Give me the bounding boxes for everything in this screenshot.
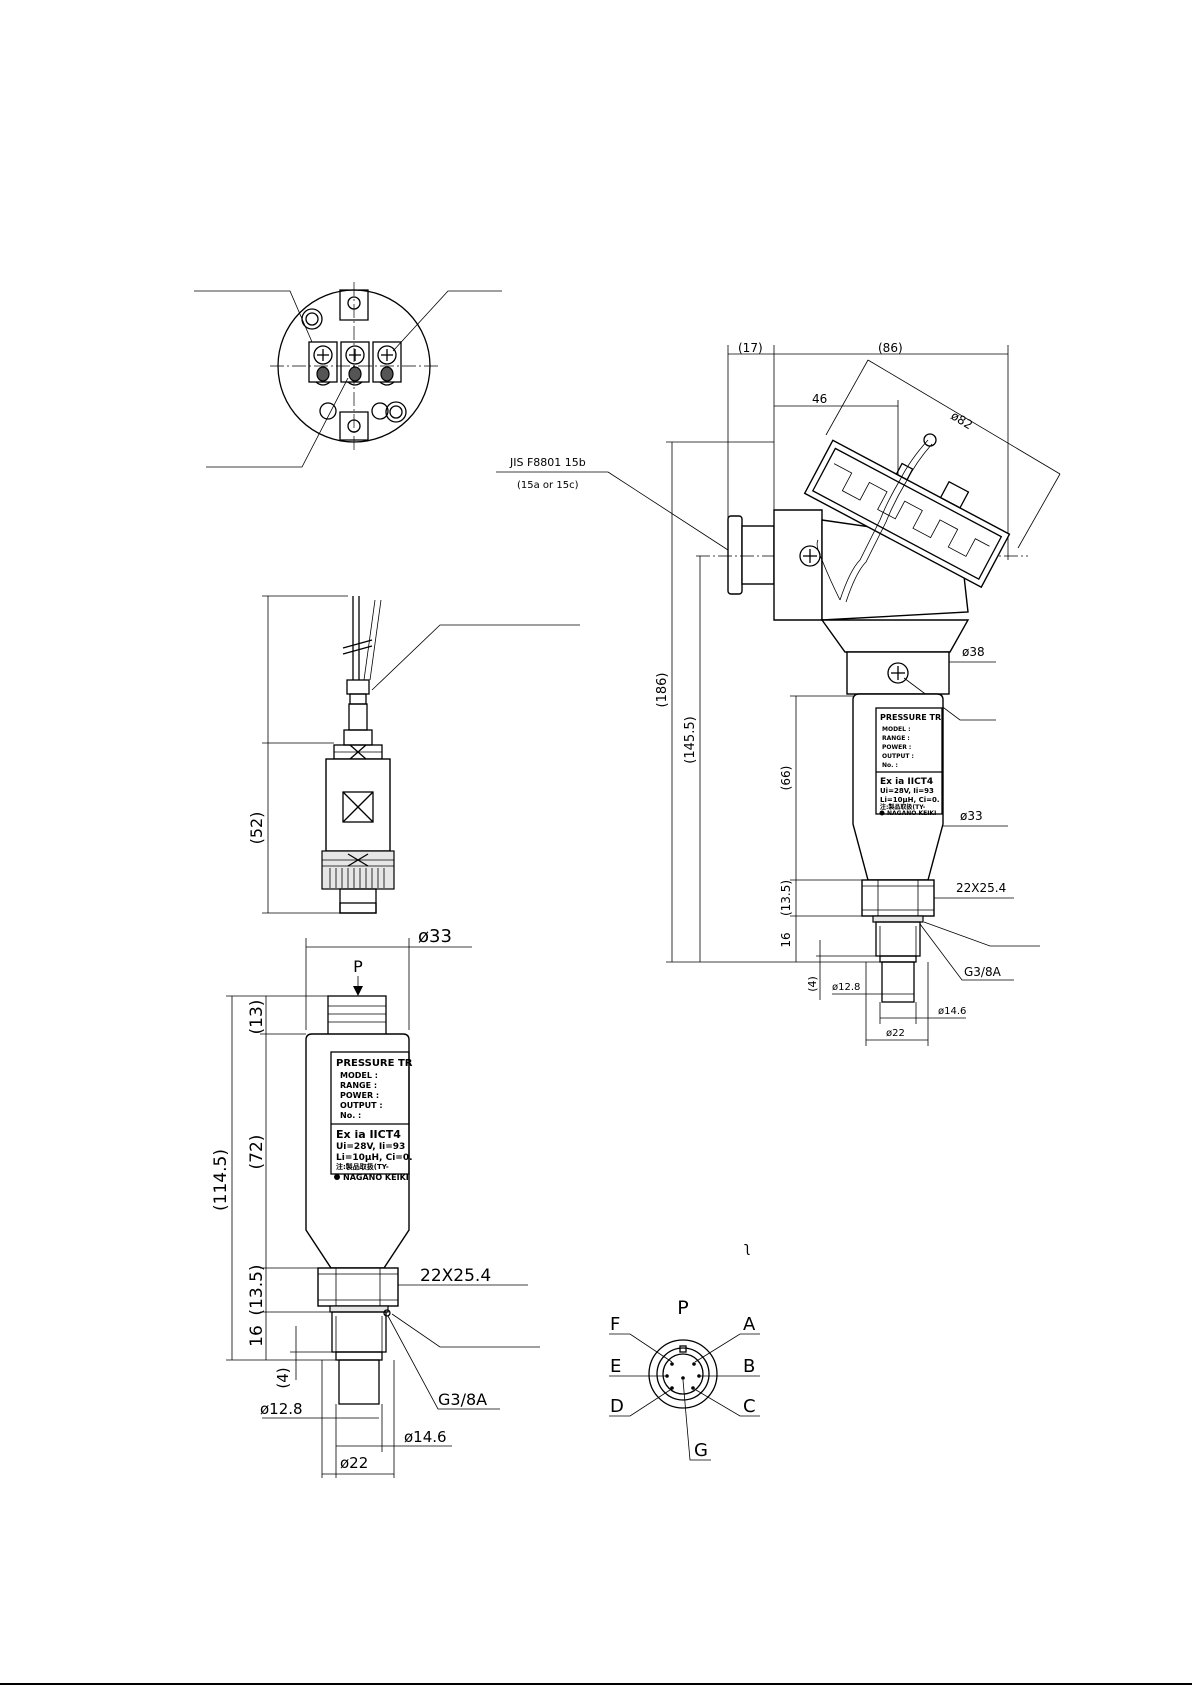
nameplate-right-output: OUTPUT : xyxy=(882,753,914,760)
nameplate-range: RANGE : xyxy=(340,1081,377,1090)
dim-13-5-right: (13.5) xyxy=(779,880,793,916)
dim-14-6-left: ø14.6 xyxy=(404,1428,447,1446)
terminal-head-version-view: (17) (86) 46 ø82 JIS F8801 15b (15a or 1… xyxy=(496,341,1061,1046)
nameplate-right-maker: NAGANO KEIKI xyxy=(887,810,936,817)
terminal-block xyxy=(308,341,402,386)
pin-e-label: E xyxy=(610,1356,621,1377)
jis-spec-line1: JIS F8801 15b xyxy=(509,456,586,469)
nameplate-right-ui: Ui=28V, Ii=93 xyxy=(880,787,934,795)
pin-a-label: A xyxy=(743,1314,756,1335)
dim-13-5-left: (13.5) xyxy=(247,1264,267,1315)
connector-version-view: ø33 P PRESSURE TR MODEL : RANGE : POWER … xyxy=(211,926,540,1478)
dim-12-8-right: ø12.8 xyxy=(832,982,860,993)
page-bottom-rule xyxy=(0,1683,1192,1685)
dim-46: 46 xyxy=(812,392,827,406)
pin-d-label: D xyxy=(610,1396,624,1417)
dim-17: (17) xyxy=(738,341,763,355)
nameplate-ui: Ui=28V, Ii=93 xyxy=(336,1142,405,1152)
dim-86: (86) xyxy=(878,341,903,355)
dim-13-left: (13) xyxy=(247,1000,267,1035)
terminal-cover xyxy=(803,439,1011,589)
thread-left: G3/8A xyxy=(438,1390,487,1409)
thread-right: G3/8A xyxy=(964,965,1002,979)
nameplate-li: Li=10μH, Ci=0. xyxy=(336,1153,413,1163)
pin-c-label: C xyxy=(743,1396,756,1417)
nameplate-ex: Ex ia IICT4 xyxy=(336,1128,401,1141)
hex-size-left: 22X25.4 xyxy=(420,1266,491,1286)
dim-52: (52) xyxy=(247,812,266,845)
nameplate-output: OUTPUT : xyxy=(340,1101,383,1110)
dim-186: (186) xyxy=(655,673,670,708)
dim-66: (66) xyxy=(779,766,793,791)
pin-g-label: G xyxy=(694,1440,708,1461)
dim-82: ø82 xyxy=(948,409,975,433)
dim-14-6-right: ø14.6 xyxy=(938,1006,966,1017)
dim-16-right: 16 xyxy=(779,932,793,947)
nameplate-title: PRESSURE TR xyxy=(336,1058,413,1069)
hex-size-right: 22X25.4 xyxy=(956,881,1006,895)
nameplate-right-model: MODEL : xyxy=(882,726,910,733)
dim-4-right: (4) xyxy=(806,976,819,992)
dim-38: ø38 xyxy=(962,645,985,659)
nameplate-caution: 注:製品取扱(TY- xyxy=(336,1162,389,1171)
dim-22-left: ø22 xyxy=(340,1454,368,1472)
nameplate-right: PRESSURE TR MODEL : RANGE : POWER : OUTP… xyxy=(875,707,943,817)
nameplate-right-caution: 注:製品取扱(TY- xyxy=(880,803,926,811)
nameplate-left: PRESSURE TR MODEL : RANGE : POWER : OUTP… xyxy=(330,1051,413,1182)
pressure-port-label: P xyxy=(353,957,363,976)
nameplate-right-power: POWER : xyxy=(882,744,911,751)
stray-mark: ʅ xyxy=(744,1240,750,1256)
dim-12-8-left: ø12.8 xyxy=(260,1400,303,1418)
nameplate-right-title: PRESSURE TR xyxy=(880,713,941,722)
nameplate-maker: NAGANO KEIKI xyxy=(343,1173,409,1182)
terminal-head-top-view xyxy=(194,282,502,468)
nameplate-right-li: Li=10μH, Ci=0. xyxy=(880,796,940,804)
cable-version-view: (52) xyxy=(247,595,580,914)
jis-spec-line2: (15a or 15c) xyxy=(517,480,579,491)
dim-72: (72) xyxy=(247,1135,267,1170)
nameplate-number: No. : xyxy=(340,1111,361,1120)
nameplate-right-number: No. : xyxy=(882,762,898,769)
dim-16-left: 16 xyxy=(247,1325,267,1347)
dim-4-left: (4) xyxy=(274,1367,292,1388)
pin-f-label: F xyxy=(610,1314,620,1335)
dim-22-right: ø22 xyxy=(886,1028,905,1039)
dim-33-right: ø33 xyxy=(960,809,983,823)
nameplate-right-ex: Ex ia IICT4 xyxy=(880,777,933,787)
nameplate-model: MODEL : xyxy=(340,1071,378,1080)
dim-145-5: (145.5) xyxy=(683,716,698,763)
dim-33-left: ø33 xyxy=(418,926,452,947)
pin-b-label: B xyxy=(743,1356,755,1377)
nameplate-power: POWER : xyxy=(340,1091,379,1100)
connector-pin-layout: P F A E B D C G ʅ xyxy=(609,1240,760,1461)
dim-114-5: (114.5) xyxy=(211,1149,231,1211)
connector-center-label: P xyxy=(677,1297,688,1319)
nameplate-right-range: RANGE : xyxy=(882,735,910,742)
